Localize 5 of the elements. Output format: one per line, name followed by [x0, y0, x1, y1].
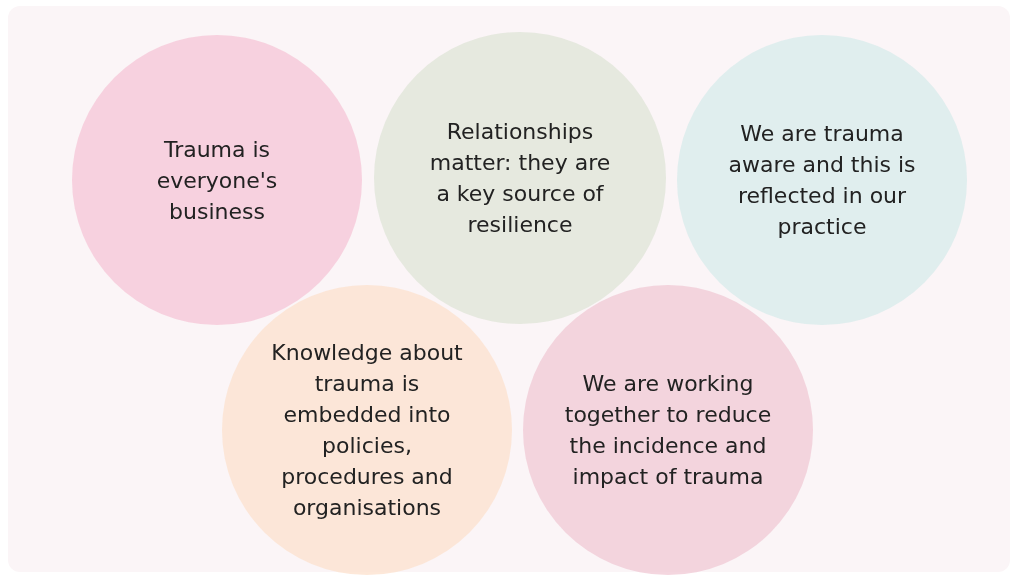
- circle-text: Trauma is everyone's business: [155, 135, 279, 226]
- circle-text: Knowledge about trauma is embedded into policies, procedures and organisations: [270, 339, 464, 522]
- circle-text: We are trauma aware and this is reflected in our practice: [727, 120, 917, 241]
- circle-text: Relationships matter: they are a key source of resilience: [428, 118, 612, 239]
- circle-text: We are working together to reduce the incidence and impact of trauma: [563, 370, 773, 491]
